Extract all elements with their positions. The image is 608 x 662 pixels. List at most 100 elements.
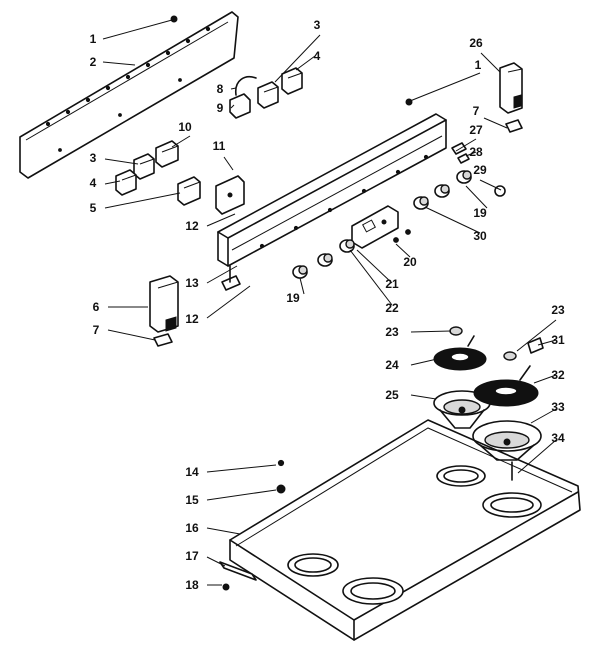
callout-number: 8 bbox=[217, 82, 224, 96]
screw bbox=[405, 229, 411, 235]
leader-line bbox=[483, 117, 508, 129]
leader-line bbox=[104, 192, 181, 209]
switch bbox=[133, 153, 155, 180]
callout-number: 1 bbox=[90, 32, 97, 46]
callout-number: 33 bbox=[551, 400, 565, 414]
leader-line bbox=[409, 72, 481, 102]
spring-clip bbox=[449, 326, 463, 336]
callout-number: 12 bbox=[185, 312, 199, 326]
leader-line bbox=[395, 243, 411, 258]
callout-number: 6 bbox=[93, 300, 100, 314]
callout-number: 7 bbox=[93, 323, 100, 337]
leader-line bbox=[206, 285, 251, 319]
leader-line bbox=[517, 439, 557, 474]
callout-labels: 1234891031145121361271921222026172728291… bbox=[90, 18, 565, 592]
leader-line bbox=[465, 151, 477, 157]
control-panel bbox=[217, 113, 447, 291]
callout-number: 21 bbox=[385, 277, 399, 291]
leader-line bbox=[424, 206, 481, 234]
leader-line bbox=[230, 87, 237, 90]
leader-line bbox=[410, 394, 437, 400]
leader-lines bbox=[102, 19, 557, 586]
callout-number: 19 bbox=[473, 206, 487, 220]
leader-line bbox=[206, 489, 277, 501]
leader-line bbox=[223, 156, 234, 171]
leader-line bbox=[102, 61, 136, 66]
drip-bowl bbox=[433, 390, 491, 429]
callout-number: 12 bbox=[185, 219, 199, 233]
callout-number: 19 bbox=[286, 291, 300, 305]
end-cap bbox=[499, 62, 523, 114]
leader-line bbox=[356, 249, 393, 284]
callout-number: 3 bbox=[90, 151, 97, 165]
lamp-socket bbox=[229, 76, 257, 119]
spring-clip bbox=[503, 351, 517, 361]
leader-line bbox=[299, 277, 305, 295]
callout-number: 17 bbox=[185, 549, 199, 563]
callout-number: 18 bbox=[185, 578, 199, 592]
callout-number: 20 bbox=[403, 255, 417, 269]
leader-line bbox=[107, 329, 156, 341]
leader-line bbox=[465, 185, 488, 209]
switch bbox=[257, 81, 279, 109]
control-knob bbox=[292, 265, 308, 279]
leader-line bbox=[274, 34, 321, 83]
leader-line bbox=[206, 213, 236, 227]
callout-number: 15 bbox=[185, 493, 199, 507]
callout-number: 27 bbox=[469, 123, 483, 137]
leader-line bbox=[530, 408, 557, 424]
leader-line bbox=[206, 464, 277, 473]
switch bbox=[177, 176, 201, 206]
switch bbox=[115, 169, 137, 196]
leader-line bbox=[349, 249, 393, 306]
leader-line bbox=[230, 104, 235, 109]
drip-bowl bbox=[472, 420, 542, 461]
leader-line bbox=[171, 135, 191, 148]
leader-line bbox=[479, 179, 502, 191]
callout-number: 13 bbox=[185, 276, 199, 290]
control-knob bbox=[456, 170, 472, 184]
callout-number: 5 bbox=[90, 201, 97, 215]
leader-line bbox=[104, 158, 139, 165]
hinge bbox=[219, 561, 257, 581]
callout-number: 28 bbox=[469, 145, 483, 159]
leader-line bbox=[206, 556, 226, 567]
end-cap bbox=[149, 275, 179, 333]
screw bbox=[222, 583, 230, 591]
leader-line bbox=[480, 52, 501, 73]
leader-line bbox=[455, 138, 477, 152]
control-knob bbox=[413, 196, 429, 210]
rear-panel bbox=[19, 11, 239, 179]
callout-number: 10 bbox=[178, 120, 192, 134]
leader-line bbox=[537, 339, 557, 346]
callout-number: 26 bbox=[469, 36, 483, 50]
leader-line bbox=[516, 319, 557, 352]
callout-number: 3 bbox=[314, 18, 321, 32]
cooktop bbox=[229, 419, 581, 641]
callout-number: 11 bbox=[213, 139, 226, 153]
receptacle bbox=[527, 337, 544, 354]
grommet bbox=[276, 484, 286, 494]
callout-number: 23 bbox=[551, 303, 565, 317]
clip bbox=[451, 142, 467, 155]
screw bbox=[393, 237, 399, 243]
switch bbox=[281, 67, 303, 95]
callout-number: 16 bbox=[185, 521, 199, 535]
leader-line bbox=[533, 374, 557, 384]
clock-timer bbox=[351, 205, 399, 249]
callout-number: 14 bbox=[185, 465, 199, 479]
callout-number: 32 bbox=[551, 368, 565, 382]
screw bbox=[277, 459, 285, 467]
bracket-plate bbox=[215, 175, 245, 215]
surface-element bbox=[473, 365, 539, 407]
leader-line bbox=[410, 358, 438, 366]
leader-line bbox=[102, 19, 173, 40]
callout-number: 2 bbox=[90, 55, 97, 69]
callout-number: 24 bbox=[385, 358, 399, 372]
callout-number: 29 bbox=[473, 163, 487, 177]
control-knob bbox=[317, 253, 333, 267]
leader-line bbox=[410, 330, 452, 333]
callout-number: 34 bbox=[551, 431, 565, 445]
leader-line bbox=[295, 55, 316, 71]
